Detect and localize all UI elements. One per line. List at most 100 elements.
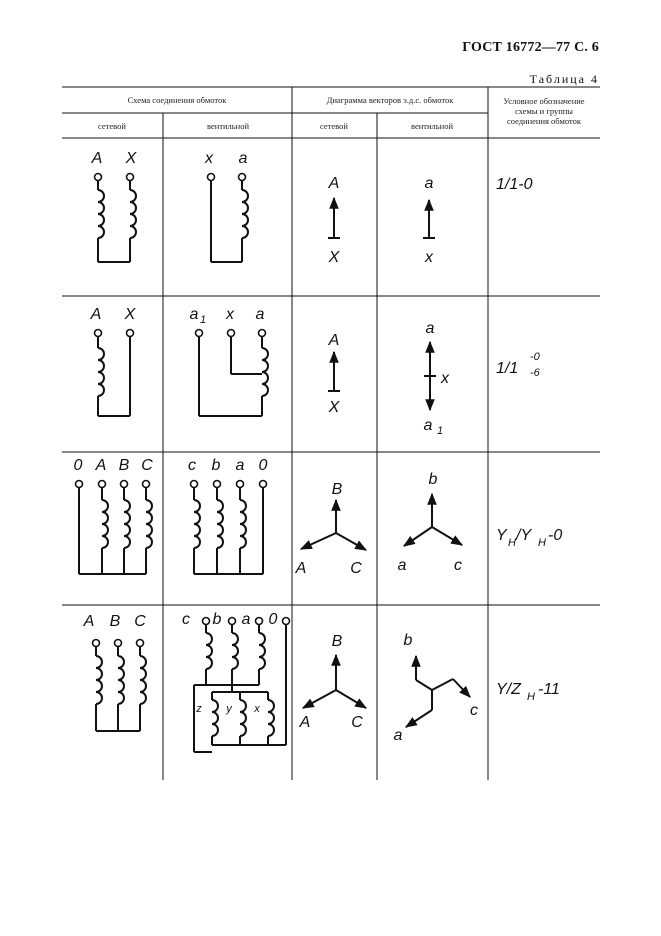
row3-valve-vector: b a c [398, 471, 464, 574]
label-X: X [124, 306, 137, 323]
label-0: 0 [259, 457, 268, 474]
row-3: 0 A B C c b a 0 [74, 457, 563, 577]
vector-arrow-C [335, 689, 368, 709]
terminal [135, 638, 145, 648]
vector-arrow-A [299, 532, 337, 550]
row4-net-vector: B A C [299, 633, 368, 731]
label-a: a [256, 306, 265, 323]
row3-valve-scheme: c b a 0 [188, 457, 268, 575]
vector-label-C: C [351, 714, 363, 731]
label-B: B [119, 457, 130, 474]
terminal [194, 328, 204, 338]
label-b: b [213, 611, 222, 628]
vector-label-a: a [425, 175, 434, 192]
coil-label-z: z [195, 703, 202, 715]
table-grid [62, 86, 600, 780]
header-valve-2: вентильной [411, 121, 453, 131]
row4-valve-vector: b a c [394, 632, 478, 744]
terminal [93, 172, 103, 182]
row1-valve-scheme: x a [204, 150, 249, 263]
row2-valve-scheme: a 1 x a [190, 306, 269, 417]
vector-label-A: A [295, 560, 307, 577]
header-symbol-3: соединения обмоток [507, 116, 582, 126]
label-a1: a [190, 306, 199, 323]
label-x: x [204, 150, 214, 167]
coil [145, 499, 153, 549]
row2-net-scheme: A X [90, 306, 137, 417]
vector-label-B: B [332, 633, 343, 650]
coil [216, 499, 224, 549]
coil-label-y: y [225, 703, 233, 715]
coil [239, 699, 247, 737]
coil [239, 499, 247, 549]
coil [97, 347, 105, 397]
vector-label-a: a [394, 727, 403, 744]
vector-label-a1: a [424, 417, 433, 434]
coil-label-x: x [253, 703, 260, 715]
label-A: A [83, 613, 95, 630]
vector-label-a1-subscript: 1 [437, 425, 443, 437]
row1-valve-vector: a x [423, 175, 435, 266]
row2-valve-vector: a x a 1 [424, 320, 450, 437]
terminal [125, 328, 135, 338]
header-diagram: Диаграмма векторов э.д.с. обмоток [327, 95, 455, 105]
coil [129, 189, 137, 239]
coil [95, 655, 103, 705]
vector-label-c: c [454, 557, 462, 574]
group-symbol-3-Y: Y [496, 527, 508, 544]
coil [205, 632, 213, 670]
header-network-2: сетевой [320, 121, 348, 131]
group-symbol-3-sub1: H [508, 537, 516, 549]
group-symbol-4-sub: H [527, 691, 535, 703]
coil [258, 632, 266, 670]
label-A: A [95, 457, 107, 474]
group-symbol-4-main: Y/Z [496, 681, 522, 698]
label-c: c [188, 457, 196, 474]
group-symbol-3-tail: -0 [548, 527, 562, 544]
vector-arrow-c [431, 526, 464, 546]
coil [193, 499, 201, 549]
group-symbol-4-tail: -11 [538, 681, 560, 698]
coil [267, 699, 275, 737]
vector-arrow-A [301, 689, 337, 709]
vector-label-X: X [328, 399, 341, 416]
terminal [227, 616, 237, 626]
terminal [74, 479, 84, 489]
label-b: b [212, 457, 221, 474]
header-symbol-1: Условное обозначение [503, 96, 584, 106]
coil [231, 632, 239, 670]
label-a1-subscript: 1 [200, 314, 206, 326]
label-C: C [134, 613, 146, 630]
table-caption: Таблица 4 [529, 72, 599, 86]
row-1: A X x a A X [91, 150, 533, 266]
group-symbol-2-sup: -0 [530, 351, 541, 363]
terminal [258, 479, 268, 489]
group-symbol-2: 1/1 -0 -6 [496, 351, 541, 379]
terminal [212, 479, 222, 489]
row4-valve-scheme: c b a 0 z [182, 611, 291, 753]
coil [261, 347, 269, 397]
vector-label-x: x [440, 370, 450, 387]
terminal [93, 328, 103, 338]
row-2: A X a 1 x a A [90, 306, 541, 437]
header-network-1: сетевой [98, 121, 126, 131]
terminal [235, 479, 245, 489]
row1-net-vector: A X [328, 175, 341, 266]
terminal [97, 479, 107, 489]
terminal [237, 172, 247, 182]
row-4: A B C c b a 0 [83, 611, 560, 753]
vector-arrow-a [403, 526, 433, 547]
vector-label-x: x [424, 249, 434, 266]
page-header: ГОСТ 16772—77 С. 6 [462, 40, 599, 55]
group-symbol-3-mid: /Y [515, 527, 532, 544]
vector-arrow-c [452, 678, 471, 698]
group-symbol-3-sub2: H [538, 537, 546, 549]
terminal [189, 479, 199, 489]
terminal [206, 172, 216, 182]
label-C: C [141, 457, 153, 474]
group-symbol-3: Y H /Y H -0 [496, 527, 562, 549]
row4-net-scheme: A B C [83, 613, 147, 732]
row3-net-vector: B A C [295, 481, 368, 577]
header-scheme: Схема соединения обмоток [128, 95, 228, 105]
